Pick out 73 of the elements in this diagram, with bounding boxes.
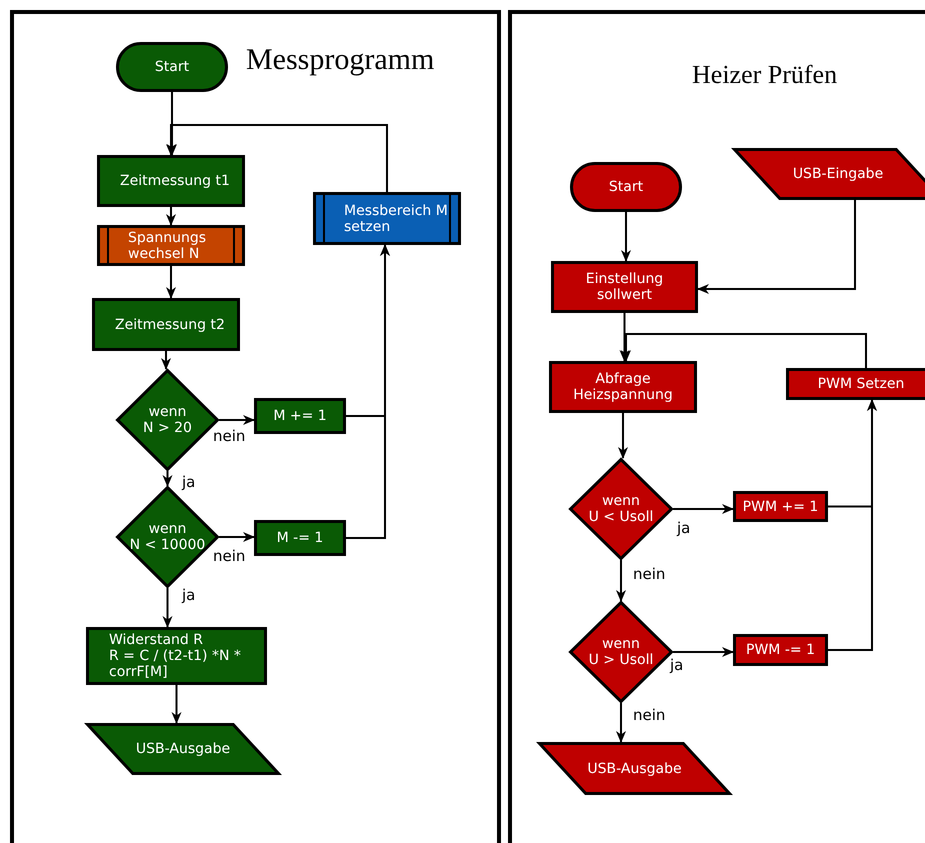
decision-diamond [569,458,673,560]
arrow [167,92,177,156]
node-label: PWM -= 1 [746,642,815,658]
node-label: wenn N > 20 [143,404,192,436]
start-terminal [570,162,682,212]
panel-title: Heizer Prüfen [692,60,838,90]
arrow [162,588,172,628]
node-label: R = C / (t2-t1) *N * corrF[M] [109,648,242,680]
io-parallelogram [733,148,925,200]
node-label: USB-Eingabe [792,166,884,182]
process-box [86,627,267,685]
node-label: Start [154,59,190,75]
arrow [673,647,734,657]
arrow [346,244,390,539]
flowchart-panel [10,10,501,843]
arrow [166,266,176,299]
arrow [161,351,171,370]
node-label: Zeitmessung t2 [115,316,225,332]
io-parallelogram [86,723,280,775]
edge-label: ja [669,657,684,673]
flowchart-panel [508,10,925,843]
edge-label: nein [632,566,666,582]
arrow [616,703,626,743]
process-box [733,491,828,522]
node-label: Zeitmessung t1 [120,173,230,189]
node-label: wenn U < Usoll [588,493,654,525]
process-box [92,298,240,351]
edge-label: ja [181,587,196,603]
node-label: Messbereich M setzen [344,202,448,234]
arrow [828,399,877,651]
node-label: USB-Ausgabe [136,741,230,757]
node-label: wenn U > Usoll [588,636,654,668]
arrow [219,532,255,542]
arrow [162,471,172,487]
node-label: Start [608,179,644,195]
arrow [166,207,176,226]
arrow [620,313,630,362]
edge-label: nein [212,428,246,444]
arrow [616,560,626,602]
node-label: Abfrage Heizspannung [572,371,674,403]
arrow [172,685,182,724]
node-label: Einstellung sollwert [584,271,664,303]
node-label: M -= 1 [276,530,324,546]
process-box [254,398,346,434]
node-label: USB-Ausgabe [587,760,682,776]
arrow [697,200,856,294]
node-label: wenn N < 10000 [130,521,206,553]
arrow [166,124,388,192]
arrow [618,413,628,459]
process-box [254,520,346,556]
node-label: Spannungs wechsel N [128,230,208,262]
subprocess-box [313,192,461,245]
process-box [97,155,245,207]
node-label: M += 1 [273,408,327,424]
edge-label: ja [181,474,196,490]
io-parallelogram [538,742,731,795]
arrow [621,333,867,368]
subprocess-box [97,225,245,266]
edge-label: nein [632,707,666,723]
edge-label: nein [212,548,246,564]
process-box [786,368,925,400]
node-label: PWM Setzen [818,376,904,392]
start-terminal [116,42,228,92]
node-label: PWM += 1 [742,498,818,514]
arrow [219,415,255,425]
arrow [621,212,631,262]
edge-label: ja [676,520,692,536]
panel-title: Messprogramm [246,43,434,77]
process-box [551,261,698,313]
arrow [673,504,734,514]
node-label: Widerstand R [109,632,203,648]
process-box [549,361,697,413]
process-box [733,634,828,666]
